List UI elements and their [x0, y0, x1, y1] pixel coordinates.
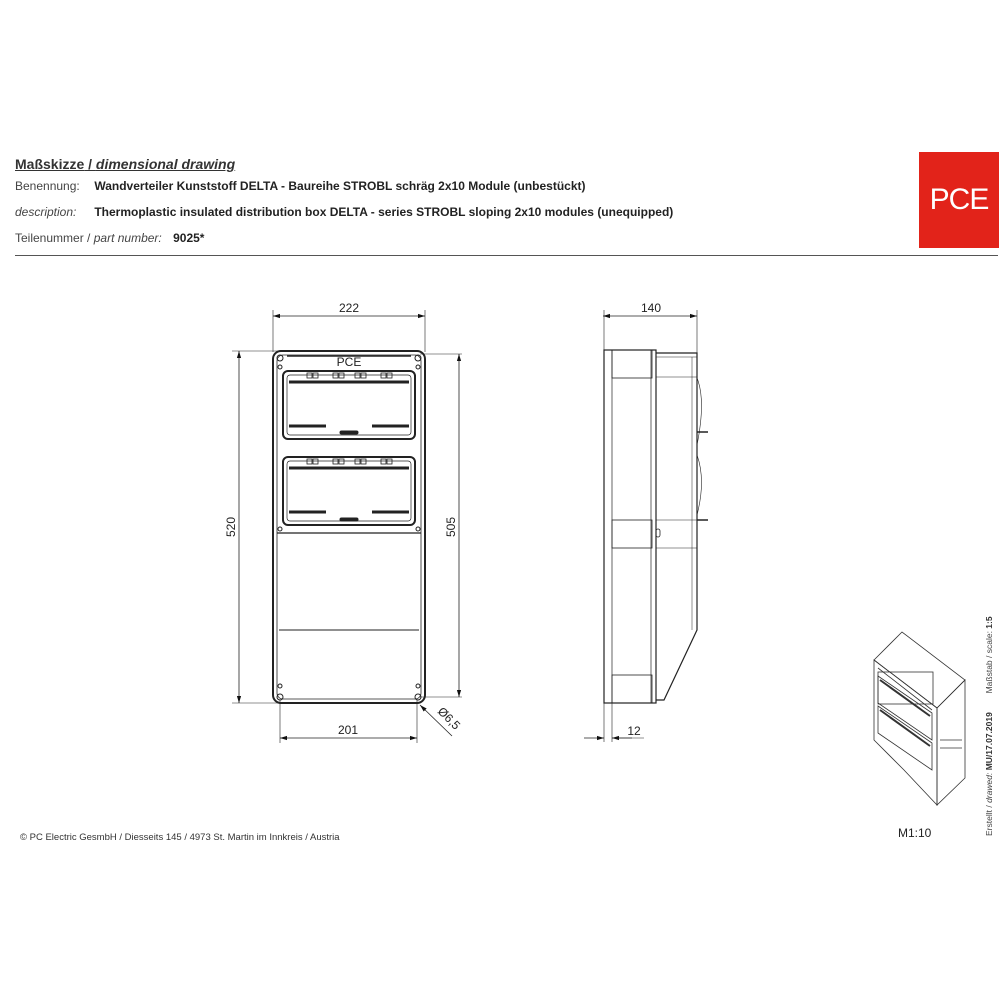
scale-label: Maßstab / scale: — [984, 631, 994, 694]
benennung-label: Benennung: — [15, 179, 80, 193]
drawn-label-de: Erstellt — [984, 810, 994, 836]
part-number-value: 9025* — [173, 231, 205, 245]
description-label: description: — [15, 205, 77, 219]
dim-height-right: 505 — [444, 517, 458, 537]
part-number-row: Teilenummer / part number: 9025* — [15, 231, 204, 245]
drawn-label-sep: / — [984, 802, 994, 811]
copyright-footer: © PC Electric GesmbH / Diesseits 145 / 4… — [20, 832, 340, 843]
part-label-de: Teilenummer — [15, 231, 84, 245]
part-label-sep: / — [83, 231, 94, 245]
benennung-row: Benennung: Wandverteiler Kunststoff DELT… — [15, 179, 586, 193]
dim-width-bottom: 201 — [338, 723, 358, 737]
drawing-metadata: Erstellt / drawed: MU/17.07.2019 Maßstab… — [984, 616, 994, 836]
title-sep: / — [84, 156, 96, 172]
side-view — [584, 310, 708, 742]
title-en: dimensional drawing — [95, 156, 236, 172]
lid-logo: PCE — [337, 355, 362, 369]
drawing-title: Maßskizze / dimensional drawing — [15, 156, 235, 172]
part-number-label: Teilenummer / part number: — [15, 231, 162, 245]
description-value: Thermoplastic insulated distribution box… — [94, 205, 674, 219]
iso-scale-label: M1:10 — [898, 826, 932, 840]
dim-depth: 140 — [641, 301, 661, 315]
dim-hole-diameter: Ø6,5 — [435, 704, 464, 733]
drawn-value: MU/17.07.2019 — [984, 712, 994, 771]
dim-width-top: 222 — [339, 301, 359, 315]
title-de: Maßskizze — [15, 156, 85, 172]
dim-offset: 12 — [627, 724, 641, 738]
pce-logo: PCE — [919, 152, 999, 248]
description-row: description: Thermoplastic insulated dis… — [15, 205, 673, 219]
drawn-label-en: drawed: — [984, 772, 994, 803]
scale-value: 1:5 — [984, 616, 994, 629]
benennung-value: Wandverteiler Kunststoff DELTA - Baureih… — [94, 179, 586, 193]
isometric-view — [873, 631, 966, 807]
front-view — [232, 310, 462, 743]
part-label-en: part number: — [93, 231, 162, 245]
header-divider — [15, 255, 998, 256]
dim-height-left: 520 — [224, 517, 238, 537]
